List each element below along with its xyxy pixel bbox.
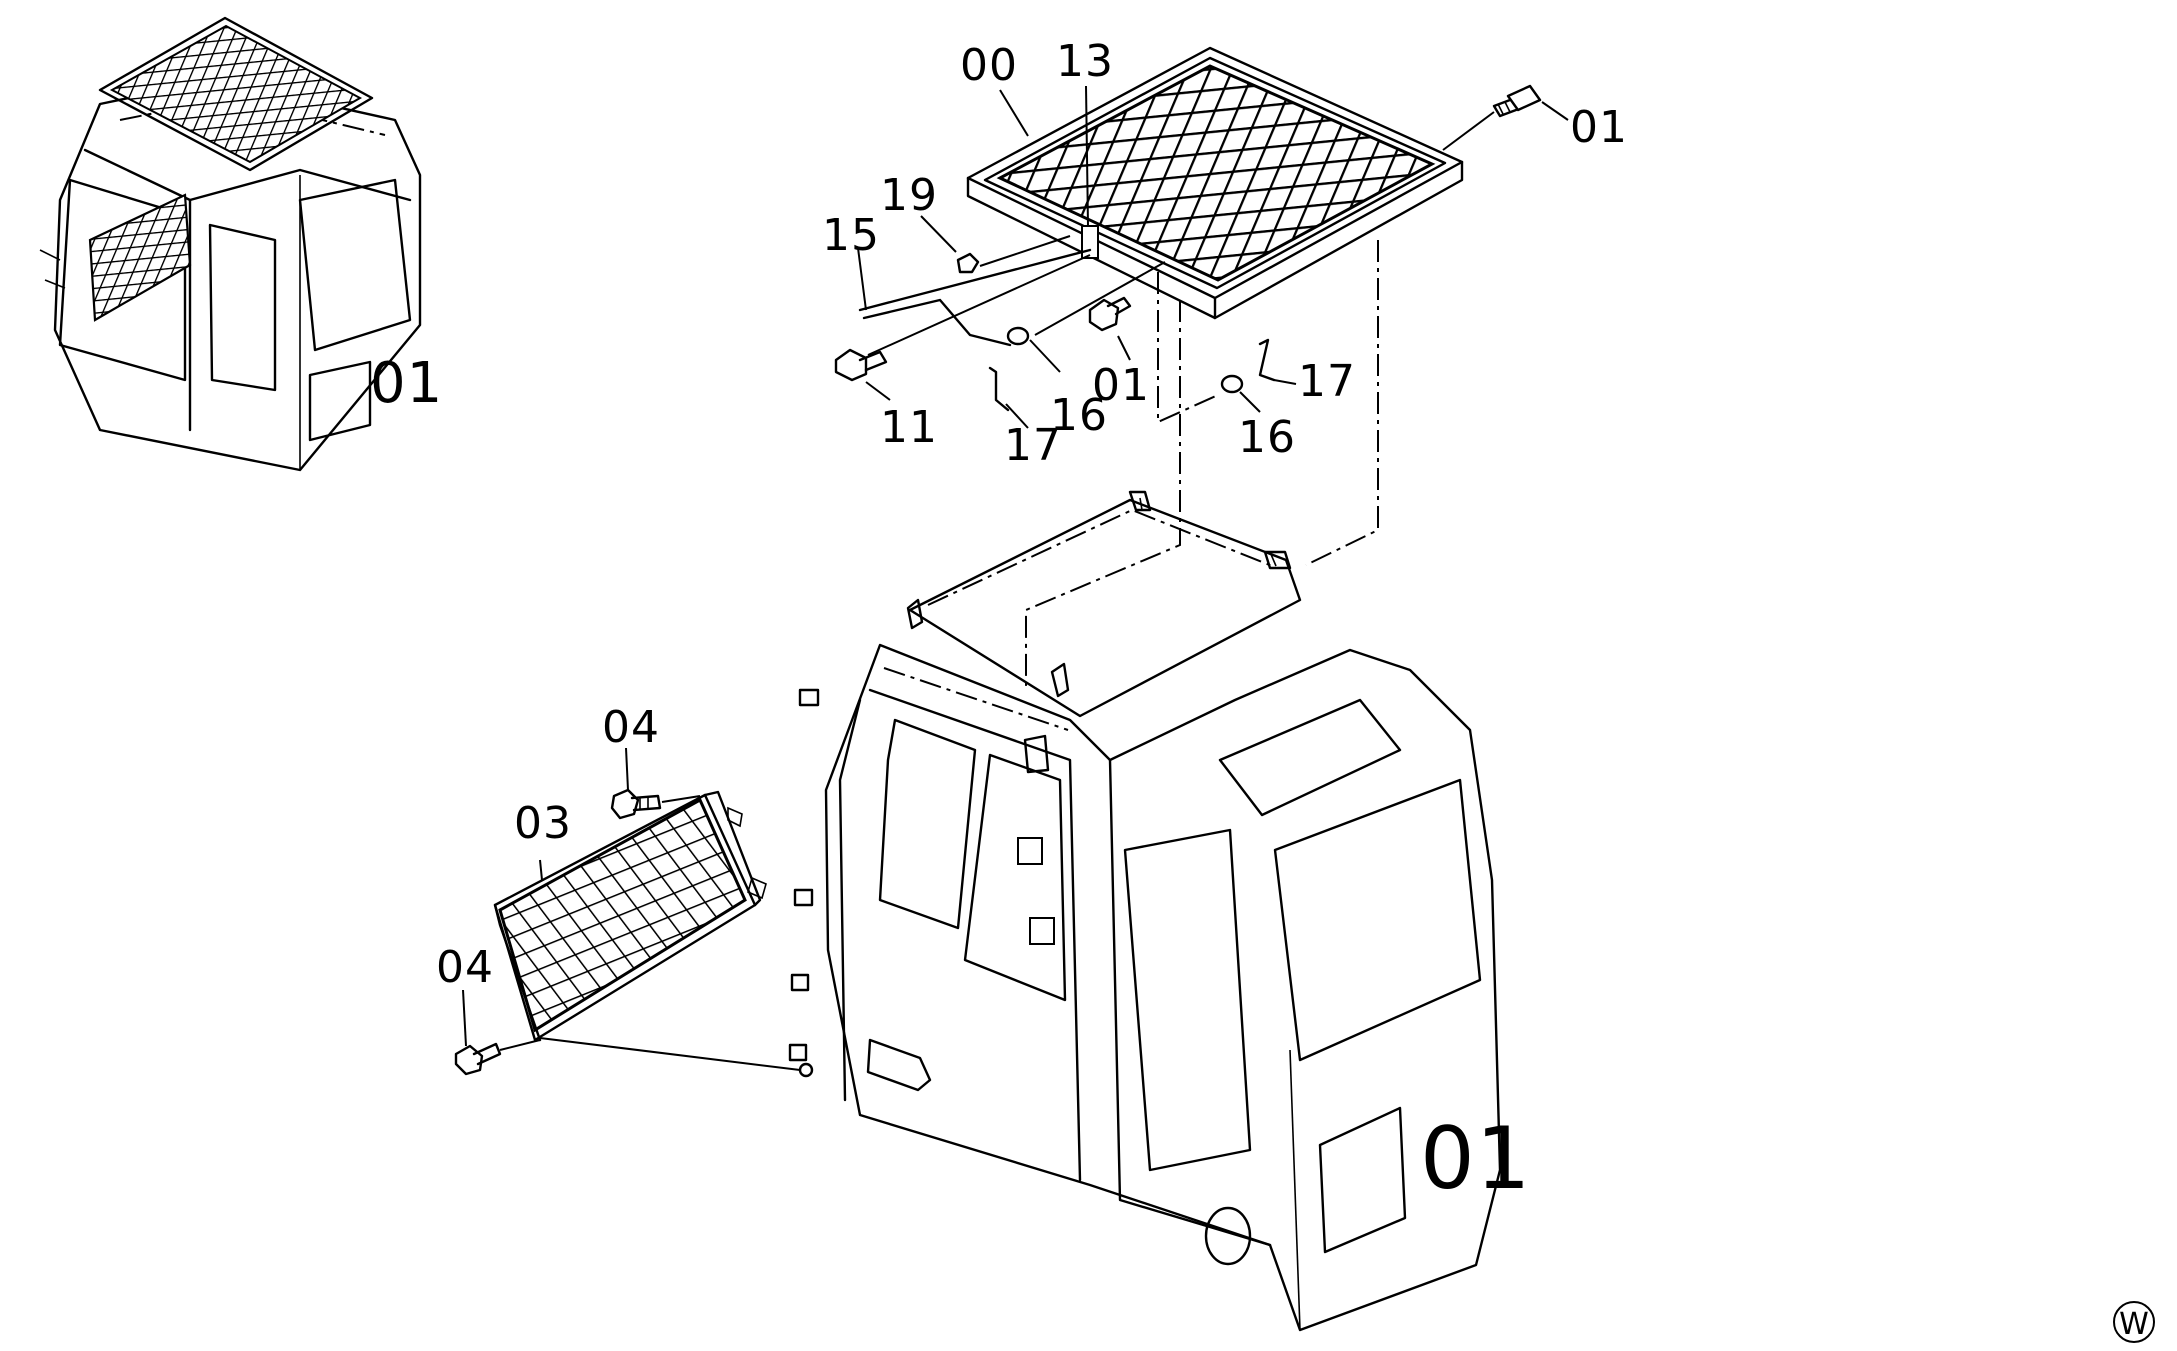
label-04-bottom: 04 bbox=[436, 942, 494, 993]
nut-19 bbox=[956, 252, 980, 274]
washer-16a bbox=[1006, 326, 1030, 346]
main-cab: 01 bbox=[788, 490, 1531, 1332]
hardware-cluster bbox=[834, 215, 1379, 690]
bolt-01-mid bbox=[1088, 296, 1132, 332]
side-guard-assembly bbox=[454, 747, 814, 1078]
label-01-mid: 01 bbox=[1092, 360, 1150, 411]
bolt-04-top bbox=[610, 788, 662, 820]
bolt-11 bbox=[834, 348, 888, 382]
top-guard-mesh bbox=[996, 64, 1436, 282]
label-11: 11 bbox=[880, 402, 938, 453]
clip-17b bbox=[1258, 338, 1276, 382]
clip-17a bbox=[988, 366, 1010, 412]
bolt-04-bottom bbox=[454, 1042, 502, 1076]
cab-number-small: 01 bbox=[370, 351, 443, 416]
top-guard-thumbnail bbox=[109, 24, 363, 164]
label-15: 15 bbox=[822, 210, 880, 261]
cab-number-large: 01 bbox=[1420, 1109, 1531, 1209]
label-01-top: 01 bbox=[1570, 102, 1628, 153]
washer-16b bbox=[1220, 374, 1244, 394]
label-17-b: 17 bbox=[1298, 356, 1356, 407]
label-16-a: 16 bbox=[1050, 390, 1108, 441]
corner-w-mark: W bbox=[2113, 1301, 2155, 1343]
label-17-a: 17 bbox=[1004, 420, 1062, 471]
label-13: 13 bbox=[1056, 36, 1114, 87]
part-labels: 00 13 01 19 15 11 17 16 01 17 16 04 03 0… bbox=[436, 36, 1628, 993]
label-16-b: 16 bbox=[1238, 412, 1296, 463]
reference-cab-thumbnail: 01 bbox=[39, 16, 443, 472]
corner-mark-letter: W bbox=[2119, 1307, 2149, 1342]
label-04-top: 04 bbox=[602, 702, 660, 753]
bolt-01-top bbox=[1492, 84, 1542, 118]
label-03: 03 bbox=[514, 798, 572, 849]
label-00: 00 bbox=[960, 40, 1018, 91]
top-guard-assembly bbox=[966, 46, 1569, 320]
label-19: 19 bbox=[880, 170, 938, 221]
side-guard-thumbnail bbox=[88, 193, 192, 322]
